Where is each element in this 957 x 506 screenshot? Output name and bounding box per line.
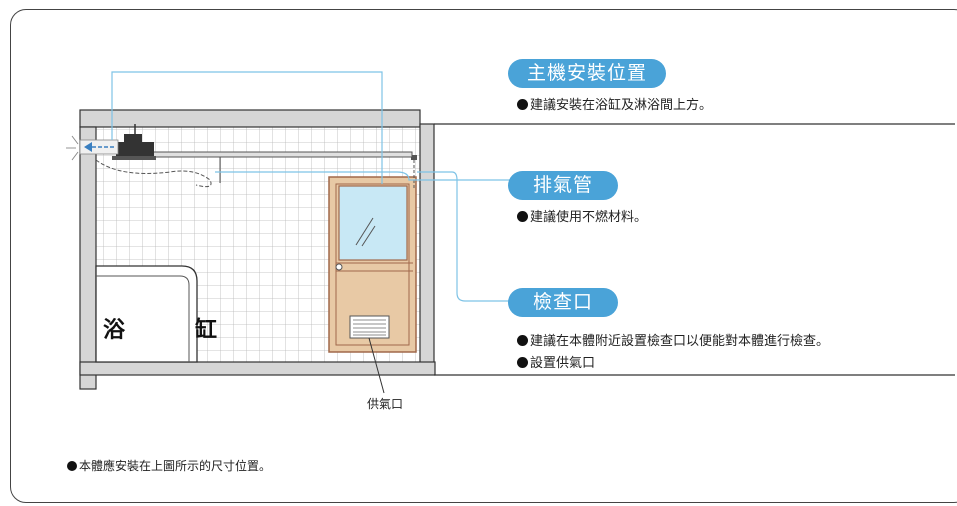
right-wall	[419, 123, 435, 371]
section-title-inspection-port: 檢查口	[508, 288, 618, 317]
door-window	[338, 185, 408, 261]
fan-unit	[112, 124, 156, 160]
bullet-icon	[517, 211, 528, 222]
bullet-icon	[67, 461, 77, 471]
bullet-icon	[517, 335, 528, 346]
ceiling-slab	[79, 109, 421, 128]
section-title-unit-position: 主機安裝位置	[508, 59, 666, 88]
footnote: 本體應安裝在上圖所示的尺寸位置。	[67, 457, 271, 474]
bullet-icon	[517, 357, 528, 368]
left-wall	[79, 126, 97, 390]
note-air-inlet: 設置供氣口	[517, 355, 595, 373]
bullet-icon	[517, 99, 528, 110]
leader-inspection	[417, 171, 510, 302]
leader-unit	[111, 71, 383, 178]
note-unit-position: 建議安裝在浴缸及淋浴間上方。	[517, 97, 712, 115]
floor-slab	[79, 361, 436, 376]
note-exhaust-pipe: 建議使用不燃材料。	[517, 209, 647, 227]
exhaust-duct	[149, 151, 413, 158]
leader-duct	[215, 171, 510, 181]
content-frame	[10, 9, 957, 503]
note-inspection-port: 建議在本體附近設置檢查口以便能對本體進行檢查。	[517, 333, 829, 351]
door-knob	[335, 263, 343, 271]
section-title-exhaust-pipe: 排氣管	[508, 171, 618, 200]
bathtub	[95, 265, 198, 363]
bathtub-label: 浴 缸	[103, 317, 242, 343]
air-inlet-label: 供氣口	[367, 397, 404, 411]
